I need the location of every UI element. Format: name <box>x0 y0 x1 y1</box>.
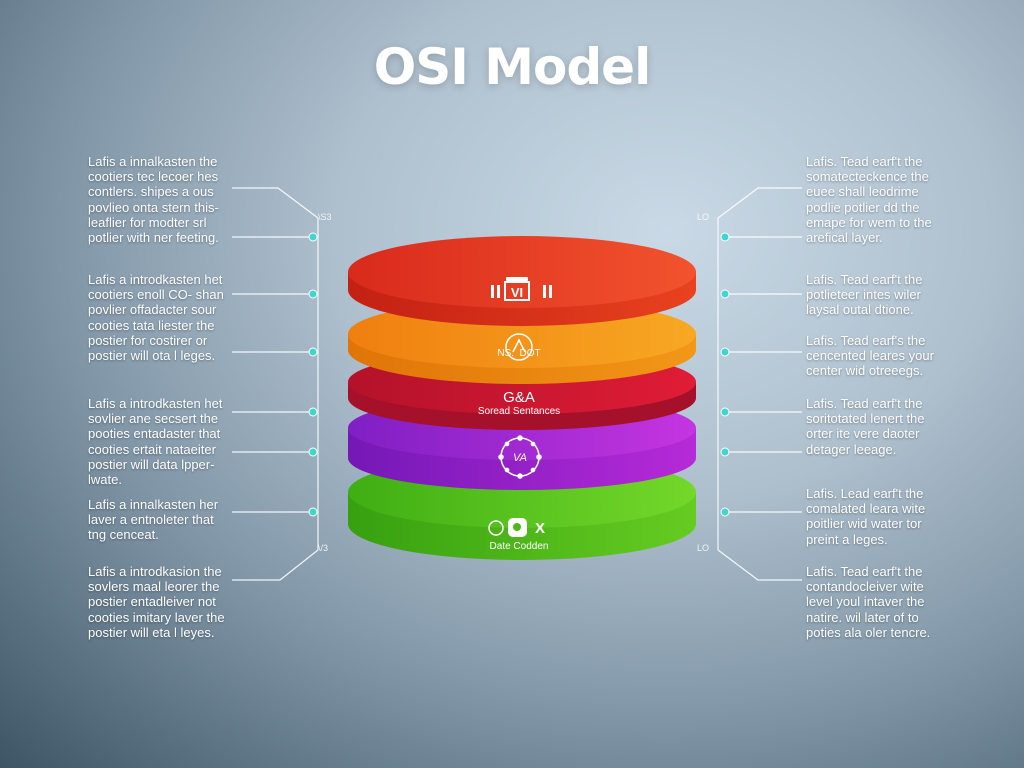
right-note-3: Lafis. Tead earf's the cencented leares … <box>806 333 934 379</box>
app-icons <box>488 518 527 537</box>
right-connectors <box>717 187 802 581</box>
layer-green-caption: Date Codden <box>490 541 549 552</box>
right-top-tick-label: LO <box>697 212 710 222</box>
left-note-4: Lafis a innalkasten her laver a entnolet… <box>88 497 219 543</box>
layer-crimson-caption: Soread Sentances <box>478 406 560 417</box>
layer-crimson-icon-label: G&A <box>503 389 535 406</box>
left-note-3: Lafis a introdkasten het sovlier ane sec… <box>88 396 223 488</box>
right-note-6: Lafis. Tead earf't the contandocleiver w… <box>806 564 931 640</box>
left-connectors <box>232 187 319 581</box>
left-note-2: Lafis a introdkasten het cootiers enoll … <box>88 272 224 364</box>
right-connector-dots <box>720 232 730 517</box>
right-note-5: Lafis. Lead earf't the comalated leara w… <box>806 486 926 547</box>
layer-red-icon-label: VI <box>511 285 523 300</box>
right-note-2: Lafis. Tead earf't the potlieteer intes … <box>806 272 923 318</box>
left-note-1: Lafis a innalkasten the cootiers tec lec… <box>88 154 219 246</box>
right-bottom-tick-label: LO <box>697 543 710 553</box>
left-bottom-tick-label: \/3 <box>318 543 329 553</box>
layer-purple-icon-label: VA <box>513 452 527 464</box>
globe-network-icon <box>498 435 542 479</box>
layer-orange-icon-label: NS. DOT <box>497 348 540 359</box>
server-rack-icon <box>491 277 552 301</box>
page-title: OSI Model <box>373 38 651 96</box>
left-note-5: Lafis a introdkasion the sovlers maal le… <box>88 564 225 640</box>
left-connector-dots <box>308 232 318 517</box>
right-note-1: Lafis. Tead earf't the somatecteckence t… <box>806 154 932 246</box>
network-node-icon <box>505 333 533 361</box>
right-note-4: Lafis. Tead earf't the soritotated lener… <box>806 396 925 457</box>
left-top-tick-label: \S3 <box>318 212 332 222</box>
layer-green-icon-label: X <box>535 520 545 537</box>
